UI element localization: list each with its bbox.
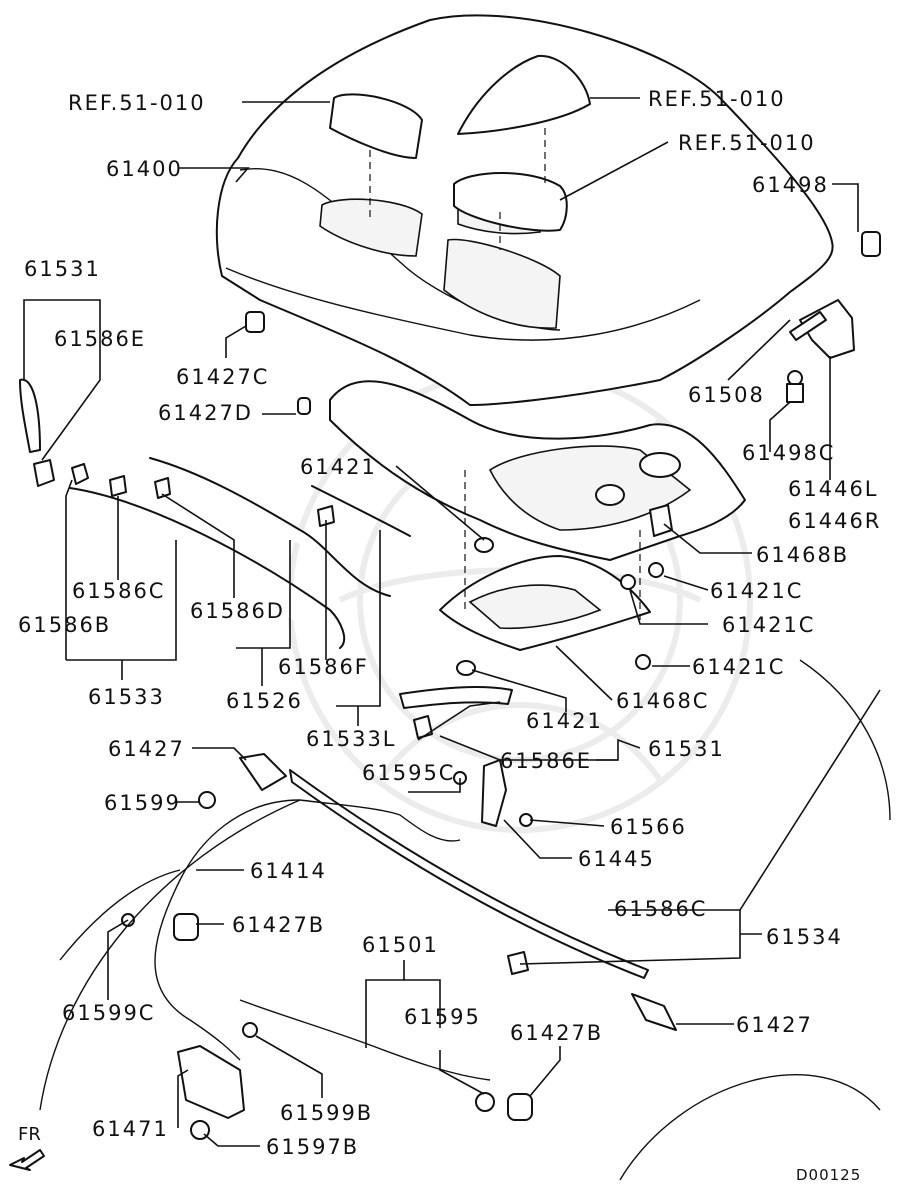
front-direction-arrow-icon [9,1149,45,1171]
label-61531-top: 61531 [24,257,101,281]
label-ref-51-010-right: REF.51-010 [678,131,816,155]
label-61586b: 61586B [18,613,111,637]
weatherstrips [19,378,411,649]
label-61501: 61501 [362,933,439,957]
hood-lock-cable [239,999,491,1081]
label-61533: 61533 [88,685,165,709]
label-61599c: 61599C [62,1001,155,1025]
label-61427-bottom: 61427 [736,1013,813,1037]
label-61498c: 61498C [742,441,835,465]
leader-lines [23,97,881,1147]
hood-panel [215,14,834,406]
label-61508: 61508 [688,383,765,407]
label-61566: 61566 [610,815,687,839]
hood-hinge [786,231,881,403]
label-61421c-1: 61421C [710,579,803,603]
label-61421-bottom: 61421 [526,709,603,733]
label-61599b: 61599B [280,1101,373,1125]
label-61586c-top: 61586C [72,579,165,603]
label-ref-51-010-top-right: REF.51-010 [648,87,786,111]
hood-lock [177,1045,245,1140]
label-61586e-bottom: 61586E [500,749,592,773]
label-61427b-bottom: 61427B [510,1021,603,1045]
label-61526: 61526 [226,689,303,713]
label-61468c: 61468C [616,689,709,713]
part-labels: REF.51-010 REF.51-010 REF.51-010 61400 6… [18,87,881,1159]
label-61531-bottom: 61531 [648,737,725,761]
label-61468b: 61468B [756,543,849,567]
label-61586e-top: 61586E [54,327,146,351]
label-61533l: 61533L [306,727,397,751]
label-61427b-top: 61427B [232,913,325,937]
hood-seal-61534 [289,769,649,979]
label-61586c-bottom: 61586C [614,897,707,921]
label-61414: 61414 [250,859,327,883]
front-direction-label: FR [18,1124,41,1145]
label-61427-top: 61427 [108,737,185,761]
label-61427d: 61427D [158,401,253,425]
hood-insulator-frame [329,380,746,651]
small-parts [33,311,677,1121]
label-61597b: 61597B [266,1135,359,1159]
label-61534: 61534 [766,925,843,949]
front-garnish-strip [399,686,513,709]
label-61421c-2: 61421C [722,613,815,637]
label-61586f: 61586F [278,655,369,679]
label-61400: 61400 [106,157,183,181]
diagram-code: D00125 [796,1166,861,1184]
label-61498: 61498 [752,173,829,197]
label-61446r: 61446R [788,509,881,533]
label-61595: 61595 [404,1005,481,1029]
hood-release-cable [154,799,301,1061]
label-61421c-3: 61421C [692,655,785,679]
fender-outline [39,659,891,1181]
hood-striker [481,759,507,827]
label-61595c: 61595C [362,761,455,785]
label-61586d: 61586D [190,599,285,623]
label-61599: 61599 [104,791,181,815]
label-61421-top: 61421 [300,455,377,479]
label-61471: 61471 [92,1117,169,1141]
label-61427c: 61427C [176,365,269,389]
label-61446l: 61446L [788,477,879,501]
label-ref-51-010-left: REF.51-010 [68,91,206,115]
label-61445: 61445 [578,847,655,871]
